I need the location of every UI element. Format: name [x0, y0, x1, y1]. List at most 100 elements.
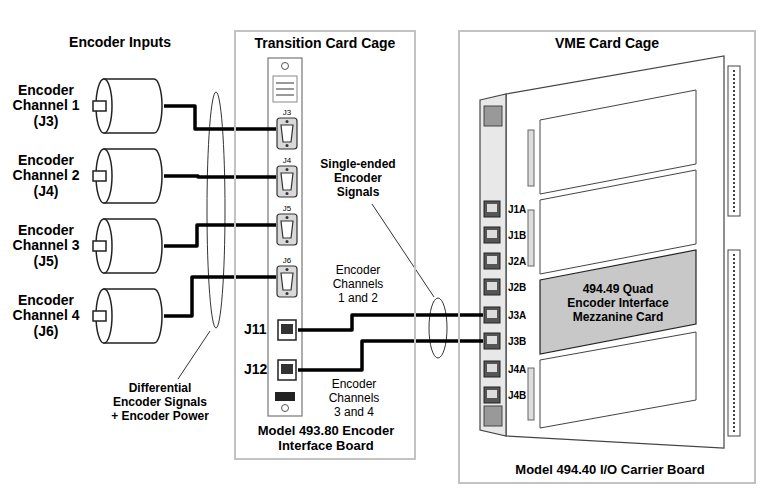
- badge-line: [276, 88, 294, 90]
- encoder-unit: Encoder Channel 1 (J3): [4, 75, 164, 137]
- cable-wire: [164, 106, 276, 129]
- io-port: J1A: [483, 200, 529, 218]
- connector-screw: [286, 240, 289, 243]
- db9-connector: J3: [276, 108, 298, 150]
- mezzanine-card: 494.49 Quad Encoder Interface Mezzanine …: [540, 250, 696, 354]
- card-outline: [540, 250, 696, 354]
- port-shell: [484, 361, 500, 377]
- db9-connector: J4: [276, 156, 298, 198]
- encoder-unit: Encoder Channel 2 (J4): [4, 145, 164, 207]
- encoder-unit: Encoder Channel 4 (J6): [4, 285, 164, 347]
- connector-shell: [277, 166, 297, 197]
- node-text: J12: [240, 362, 267, 377]
- io-port: J4B: [483, 386, 529, 404]
- leader-line: [178, 331, 210, 379]
- slot-connector: [528, 130, 534, 186]
- cable-wire: [164, 176, 276, 177]
- connector-screw: [286, 192, 289, 195]
- cable-note: Encoder Channels 3 and 4: [326, 378, 382, 419]
- node-text: Model 494.40 I/O Carrier Board: [515, 462, 704, 478]
- connector-screw: [286, 120, 289, 123]
- port-shell: [278, 320, 296, 340]
- port-socket: [487, 336, 497, 344]
- section-heading: Encoder Inputs: [40, 34, 200, 50]
- label-box: Encoder Channels 1 and 2: [330, 264, 386, 305]
- port-socket: [487, 230, 497, 238]
- node-text: J1A: [508, 204, 526, 215]
- port-shell: [484, 387, 500, 403]
- node-text: Encoder Channel 3 (J5): [4, 223, 88, 269]
- io-port: J4A: [483, 360, 529, 378]
- connector-socket: [281, 173, 293, 190]
- badge-line: [276, 94, 294, 96]
- connector-socket: [281, 125, 293, 142]
- io-port: J3B: [483, 332, 529, 350]
- badge-line: [276, 82, 294, 84]
- backplane-connector: [728, 250, 740, 436]
- connector-shell: [277, 214, 297, 245]
- port-shell: [484, 227, 500, 243]
- port-socket: [487, 204, 497, 212]
- port-socket: [487, 390, 497, 398]
- connector-screw: [286, 168, 289, 171]
- node-text: J4A: [508, 364, 526, 375]
- node-text: J1B: [508, 230, 526, 241]
- cable-port: J11: [240, 318, 298, 342]
- port-socket: [487, 256, 497, 264]
- label-box: Differential Encoder Signals + Encoder P…: [108, 382, 212, 423]
- connector-screw: [286, 268, 289, 271]
- panel-handle: [484, 106, 502, 126]
- port-shell: [484, 201, 500, 217]
- front-panel: [268, 58, 302, 416]
- connector-screw: [286, 292, 289, 295]
- cable-wire: [298, 315, 483, 330]
- connector-socket: [281, 221, 293, 238]
- node-text: J6: [283, 256, 291, 266]
- port-socket: [487, 364, 497, 372]
- cable-note: Encoder Channels 1 and 2: [330, 264, 386, 305]
- label-box: Single-ended Encoder Signals: [316, 158, 400, 199]
- port-socket: [487, 310, 497, 318]
- node-text: Encoder Channel 1 (J3): [4, 83, 88, 129]
- port-shell: [484, 333, 500, 349]
- port-shell: [484, 253, 500, 269]
- node-text: Encoder Channel 4 (J6): [4, 293, 88, 339]
- db9-connector: J5: [276, 204, 298, 246]
- node-text: J2A: [508, 256, 526, 267]
- encoder-shaft: [93, 311, 106, 321]
- connector-shell: [277, 266, 297, 297]
- port-socket: [487, 282, 497, 290]
- connector-shell: [277, 118, 297, 149]
- panel-badge: [273, 76, 297, 102]
- port-shell: [278, 360, 296, 380]
- port-shell: [484, 279, 500, 295]
- node-text: VME Card Cage: [555, 35, 659, 52]
- slot-connector: [528, 368, 534, 420]
- port-socket: [281, 364, 293, 374]
- cable-wire: [164, 277, 276, 316]
- encoder-unit: Encoder Channel 3 (J5): [4, 215, 164, 277]
- port-socket: [281, 324, 293, 334]
- callout-text: Differential Encoder Signals + Encoder P…: [108, 382, 212, 423]
- db9-connector: J6: [276, 256, 298, 298]
- node-text: J3A: [508, 310, 526, 321]
- port-shell: [484, 307, 500, 323]
- panel-screw: [282, 405, 289, 412]
- slot-connector: [528, 210, 534, 266]
- encoder-shaft: [93, 101, 106, 111]
- card-cage: VME Card CageModel 494.40 I/O Carrier Bo…: [458, 30, 756, 484]
- node-text: Encoder Channel 2 (J4): [4, 153, 88, 199]
- node-text: J5: [283, 204, 291, 214]
- cable-wire: [298, 341, 483, 370]
- carrier-board: Model 494.40 I/O Carrier Board J1A J1B J2A J…: [470, 52, 750, 480]
- cable-bundle-ring: [429, 298, 447, 358]
- node-text: J11: [240, 322, 267, 337]
- node-text: J2B: [508, 282, 526, 293]
- node-text: Transition Card Cage: [255, 35, 396, 52]
- cable-port: J12: [240, 358, 298, 382]
- cable-wire: [164, 225, 276, 246]
- label-box: Encoder Inputs: [40, 34, 200, 50]
- label-box: Encoder Channels 3 and 4: [326, 378, 382, 419]
- backplane-connector: [728, 66, 740, 216]
